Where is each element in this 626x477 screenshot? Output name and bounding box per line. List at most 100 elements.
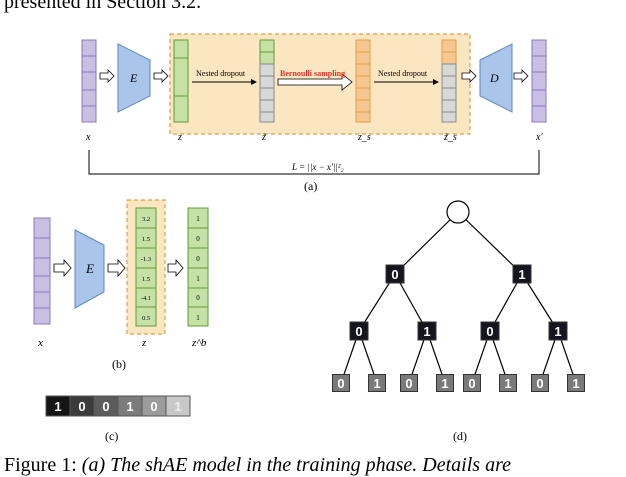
panel-c: 1 0 0 1 0 1 (c): [45, 395, 191, 443]
tree-node-level1-label: 0: [391, 267, 398, 282]
panel-d: 0 1 0 1 0 1 0 1 0 1 0 1 0 1 (d): [332, 200, 585, 443]
encoder-label-a: E: [129, 71, 138, 85]
zs-column: [355, 39, 371, 123]
tree-leaf-label: 0: [337, 376, 344, 391]
bit-label: 0: [78, 399, 85, 414]
tree-node-level2: [548, 321, 568, 341]
zb-value: 0: [196, 255, 200, 263]
tree-node-level2-label: 1: [554, 324, 561, 339]
encoder-b: [74, 229, 105, 309]
tree-leaf: [567, 374, 585, 392]
hollow-arrow: [99, 69, 115, 83]
tree-leaf: [368, 374, 386, 392]
z-tilde-column: [259, 39, 275, 123]
loss-label: L = ||x − x'||²₂: [291, 162, 344, 172]
tree-edge: [457, 211, 523, 275]
hollow-arrow: [167, 258, 184, 278]
tree-leaf-label: 1: [572, 376, 579, 391]
tree-node-level2: [417, 321, 437, 341]
tree-leaf-label: 1: [373, 376, 380, 391]
hollow-arrow: [153, 69, 169, 83]
z-column: [173, 39, 189, 123]
zb-value: 0: [196, 294, 200, 302]
bernoulli-label: Bernoulli sampling: [280, 69, 345, 78]
z-label-b: z: [141, 337, 147, 349]
tree-leaf-label: 0: [405, 376, 412, 391]
zs-tilde-label: z̃_s: [443, 132, 457, 143]
z-value: 1.5: [142, 276, 150, 283]
tree-leaf-label: 0: [468, 376, 475, 391]
bit-cell: [165, 395, 191, 417]
tree-node-level1-label: 1: [518, 267, 525, 282]
zs-tilde-column: [441, 39, 457, 123]
zb-values-column: [187, 207, 209, 327]
zb-value: 1: [196, 314, 200, 322]
tree-node-level2-label: 0: [355, 324, 362, 339]
z-value: 3.2: [142, 216, 150, 223]
zb-label: z^b: [191, 337, 207, 349]
tree-leaf: [499, 374, 517, 392]
tree-leaf: [436, 374, 454, 392]
x-column: [81, 39, 97, 123]
tree-leaf-label: 0: [536, 376, 543, 391]
tree-node-level1: [512, 264, 532, 284]
z-values-column: [135, 207, 157, 327]
tree-leaf-label: 1: [504, 376, 511, 391]
bit-label: 0: [102, 399, 109, 414]
tree-node-level2-label: 1: [423, 324, 430, 339]
zs-label: z_s: [357, 132, 371, 143]
encoder-label-b: E: [85, 261, 94, 276]
nested-dropout-label-2: Nested dropout: [378, 69, 428, 78]
bit-label: 0: [150, 399, 157, 414]
z-value: 0.5: [142, 315, 150, 322]
tree-leaf: [332, 374, 350, 392]
hollow-arrow: [53, 258, 72, 278]
encoder-a: [117, 43, 151, 113]
tree-leaf: [531, 374, 549, 392]
panel-b-label: (b): [112, 357, 126, 371]
nested-dropout-label-1: Nested dropout: [196, 69, 246, 78]
decoder-a: [479, 43, 513, 113]
tree-leaf-label: 1: [441, 376, 448, 391]
zb-value: 0: [196, 235, 200, 243]
panel-c-label: (c): [105, 429, 118, 443]
hollow-arrow: [513, 69, 529, 83]
tree-edge: [394, 211, 459, 275]
tree-node-level2: [480, 321, 500, 341]
tree-root-node: [446, 200, 470, 224]
zb-value: 1: [196, 215, 200, 223]
caption-bottom: Figure 1: (a) The shAE model in the trai…: [4, 454, 511, 477]
tree-leaf: [463, 374, 481, 392]
tree-leaf: [400, 374, 418, 392]
x-prime-label: x': [535, 132, 543, 143]
panel-d-label: (d): [453, 429, 467, 443]
panel-b: x E 3.2 1.5 -1.3 1.5 -4.1 0.5 z: [33, 199, 209, 371]
z-value: -4.1: [141, 295, 151, 302]
bernoulli-arrow: [277, 73, 353, 91]
x-label-a: x: [85, 132, 91, 143]
bit-label: 1: [126, 399, 133, 414]
x-label-b: x: [37, 337, 43, 349]
loss-bracket: [88, 150, 540, 175]
hollow-arrow: [461, 69, 477, 83]
bit-label: 1: [54, 399, 61, 414]
caption-prefix: Figure 1:: [4, 454, 82, 476]
caption-italic: (a) The shAE model in the training phase…: [81, 454, 511, 476]
panel-a-label: (a): [304, 179, 317, 193]
zb-value: 1: [196, 275, 200, 283]
decoder-label: D: [489, 71, 499, 85]
hollow-arrow: [107, 258, 126, 278]
z-tilde-label: z̃: [261, 132, 266, 143]
z-value: -1.3: [141, 256, 151, 263]
bit-label: 1: [174, 399, 181, 414]
panel-a: x E z Nested dropout: [81, 33, 547, 193]
x-prime-column: [531, 39, 547, 123]
z-label-a: z: [177, 132, 182, 143]
x-column-b: [33, 217, 51, 325]
tree-node-level2: [349, 321, 369, 341]
caption-top: presented in Section 3.2.: [4, 0, 202, 13]
tree-node-level1: [385, 264, 405, 284]
tree-node-level2-label: 0: [486, 324, 493, 339]
z-value: 1.5: [142, 236, 150, 243]
